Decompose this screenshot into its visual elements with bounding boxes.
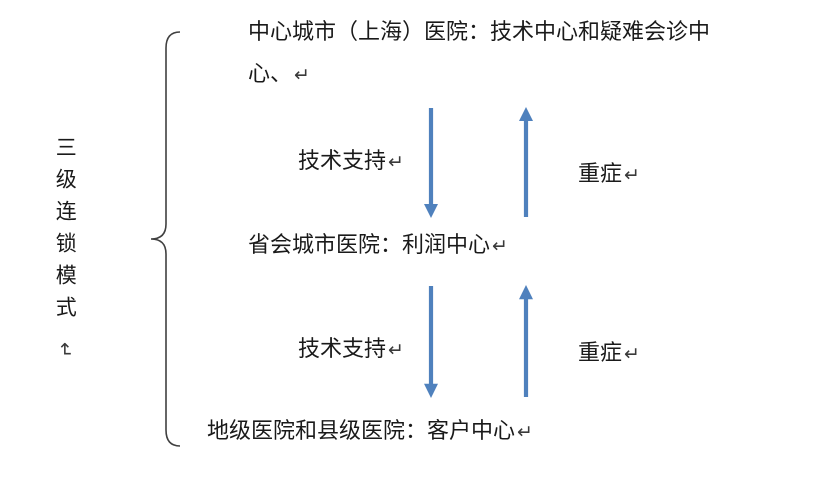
paragraph-mark: ↵ [517,421,533,443]
paragraph-mark: ↵ [294,64,310,86]
arrow-down-icon [424,286,438,398]
level-top-text: 中心城市（上海）医院：技术中心和疑难会诊中 心、↵ [248,12,710,96]
left-brace-icon [150,31,181,447]
tech-support-label: 技术支持↵ [298,149,404,174]
level-top-line2: 心、↵ [248,62,310,87]
arrow-up-icon [519,285,533,397]
paragraph-mark: ↵ [388,339,404,361]
paragraph-mark: ↵ [53,342,76,358]
paragraph-mark: ↵ [624,343,640,365]
severe-cases-label: 重症↵ [578,162,640,187]
arrow-down-icon [424,108,438,218]
tech-support-label: 技术支持↵ [298,337,404,362]
level-top-line1: 中心城市（上海）医院：技术中心和疑难会诊中 [248,20,711,45]
paragraph-mark: ↵ [624,164,640,186]
severe-cases-label: 重症↵ [578,341,640,366]
side-label: 三级连锁模式 [51,136,78,328]
paragraph-mark: ↵ [388,151,404,173]
side-label-text: 三级连锁模式 [53,136,78,328]
paragraph-mark: ↵ [492,235,508,257]
arrow-up-icon [519,107,533,217]
level-middle-text: 省会城市医院：利润中心↵ [248,233,508,258]
level-bottom-text: 地级医院和县级医院：客户中心↵ [207,419,533,444]
